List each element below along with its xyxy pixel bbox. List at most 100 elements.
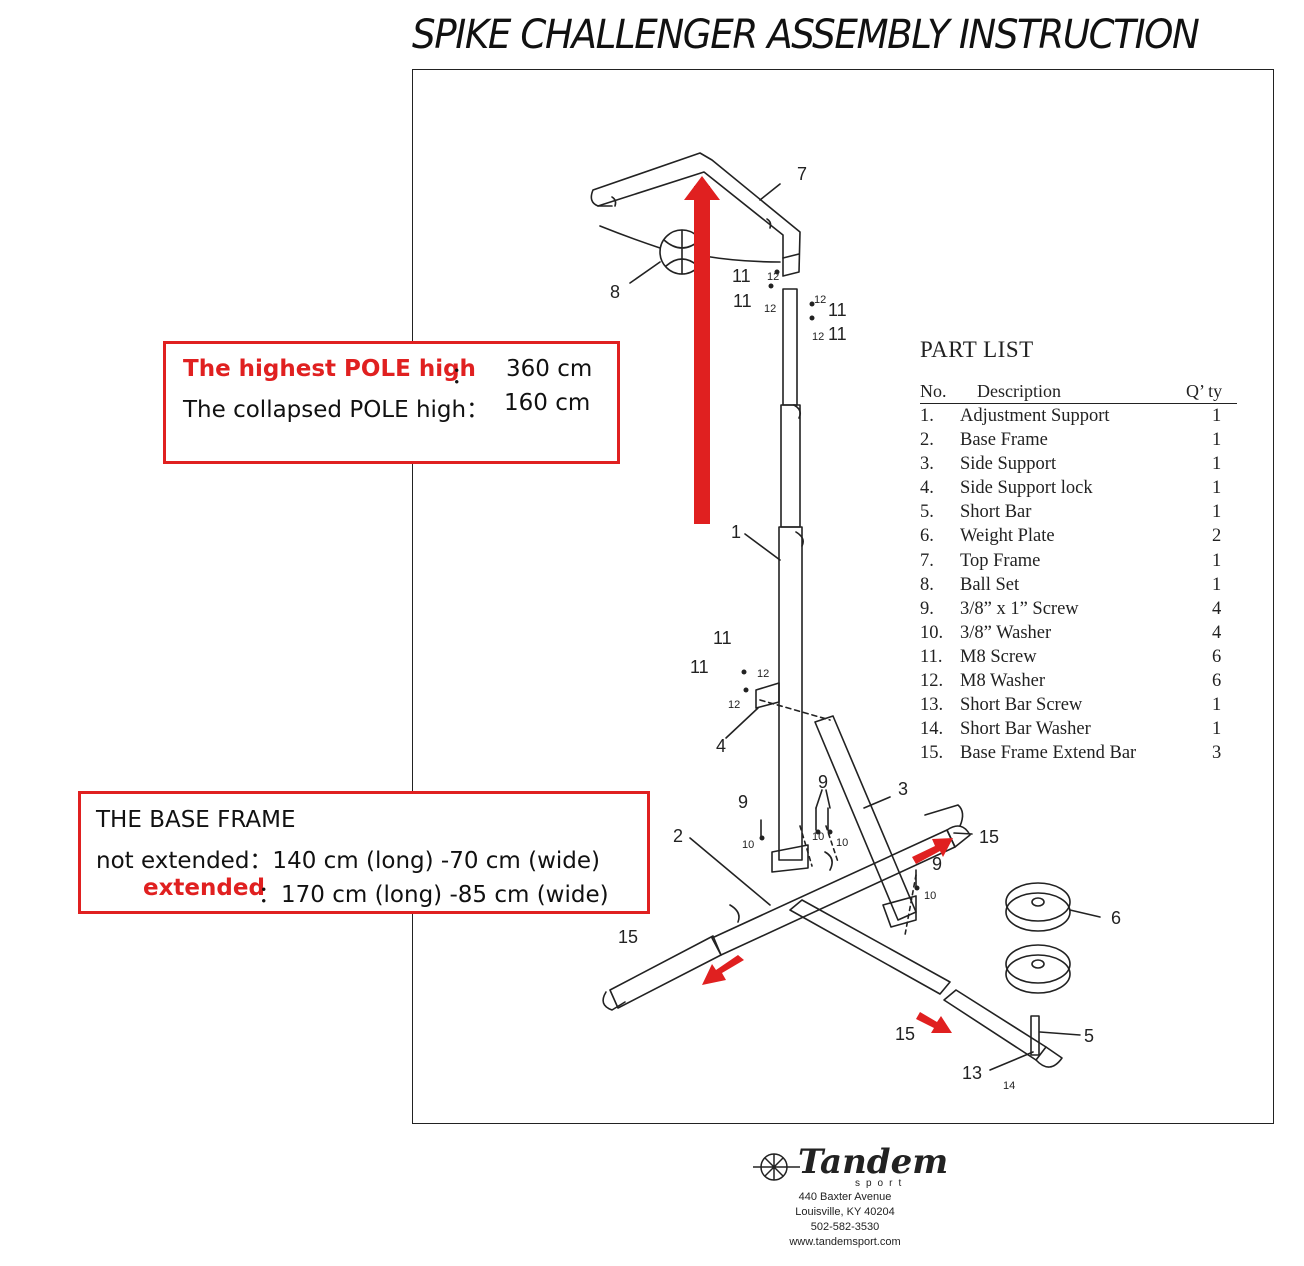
ball-set-part	[599, 225, 781, 275]
callout-9-a: 9	[818, 772, 828, 792]
part-no: 15.	[920, 743, 944, 764]
part-qty: 6	[1212, 671, 1222, 692]
part-desc: Ball Set	[960, 574, 1020, 595]
callout-14: 14	[1003, 1080, 1015, 1092]
callout-9-c: 9	[932, 854, 942, 874]
part-no: 13.	[920, 695, 944, 716]
side-support-lock-part	[755, 682, 780, 709]
arrow-up-icon	[684, 176, 720, 524]
part-qty: 1	[1212, 430, 1222, 451]
callout-12-a: 12	[767, 271, 779, 283]
part-qty: 1	[1212, 478, 1222, 499]
brand-name: Tandem	[798, 1142, 948, 1182]
part-desc: Base Frame	[960, 430, 1048, 451]
part-no: 4.	[920, 478, 934, 499]
callout-5: 5	[1084, 1026, 1094, 1046]
part-list-header: No. Description Q’ ty	[920, 381, 1237, 404]
tandem-logo-icon: Tandem sport	[740, 1140, 950, 1190]
header-qty: Q’ ty	[1186, 381, 1223, 401]
callout-12-e: 12	[757, 668, 769, 680]
callout-11-c: 11	[828, 300, 847, 320]
part-no: 8.	[920, 574, 934, 595]
part-list-row: 3. Side Support 1	[920, 454, 1245, 478]
callout-13: 13	[962, 1063, 982, 1083]
part-desc: Side Support lock	[960, 478, 1093, 499]
callout-8: 8	[610, 282, 620, 302]
callout-3: 3	[898, 779, 908, 799]
part-desc: Side Support	[960, 454, 1057, 475]
part-qty: 1	[1212, 550, 1222, 571]
part-qty: 4	[1212, 598, 1222, 619]
base-extended-label: extended	[143, 875, 265, 901]
callout-11-f: 11	[690, 657, 709, 677]
part-list-row: 11. M8 Screw 6	[920, 647, 1245, 671]
side-support-part	[814, 715, 917, 921]
extend-bar-left	[609, 935, 722, 1009]
callout-15-c: 15	[895, 1024, 915, 1044]
part-desc: 3/8” Washer	[960, 622, 1052, 643]
highest-pole-value: 360 cm	[506, 356, 593, 382]
part-qty: 6	[1212, 646, 1222, 667]
part-no: 7.	[920, 550, 934, 571]
callout-12-d: 12	[812, 331, 824, 343]
callout-15-b: 15	[618, 927, 638, 947]
part-no: 10.	[920, 622, 944, 643]
part-no: 3.	[920, 454, 934, 475]
part-no: 12.	[920, 671, 944, 692]
part-no: 5.	[920, 502, 934, 523]
callout-10-a: 10	[742, 839, 754, 851]
callout-12-c: 12	[814, 294, 826, 306]
part-qty: 1	[1212, 574, 1222, 595]
header-no: No.	[920, 381, 947, 401]
callout-11-d: 11	[828, 324, 847, 344]
part-list-row: 8. Ball Set 1	[920, 575, 1245, 599]
footer: Tandem sport 440 Baxter Avenue Louisvill…	[740, 1140, 950, 1250]
arrow-outward-icon	[702, 838, 953, 1033]
page-title: SPIKE CHALLENGER ASSEMBLY INSTRUCTION	[412, 12, 1200, 58]
callout-6: 6	[1111, 908, 1121, 928]
pole-height-note: The highest POLE high ： 360 cm The colla…	[163, 341, 620, 464]
part-desc: Top Frame	[960, 550, 1041, 571]
callout-7: 7	[797, 164, 807, 184]
callout-1: 1	[731, 522, 741, 542]
part-qty: 1	[1212, 406, 1222, 426]
part-desc: M8 Screw	[960, 646, 1037, 667]
highest-pole-label: The highest POLE high	[183, 356, 476, 382]
part-no: 2.	[920, 430, 934, 451]
part-qty: 4	[1212, 622, 1222, 643]
address-line-2: Louisville, KY 40204	[795, 1206, 895, 1218]
part-no: 14.	[920, 719, 944, 740]
callout-11-e: 11	[713, 628, 732, 648]
highest-pole-sep: ：	[451, 363, 474, 389]
part-no: 11.	[920, 646, 943, 667]
part-qty: 2	[1212, 526, 1222, 547]
callout-11-b: 11	[733, 291, 752, 311]
callout-12-f: 12	[728, 699, 740, 711]
diagram-frame	[412, 69, 1274, 1124]
weight-plates-part	[1005, 882, 1071, 994]
part-list-row: 10. 3/8” Washer 4	[920, 623, 1245, 647]
part-qty: 3	[1212, 743, 1222, 764]
part-list-row: 4. Side Support lock 1	[920, 478, 1245, 502]
callout-15-a: 15	[979, 827, 999, 847]
callout-10-d: 10	[924, 890, 936, 902]
part-qty: 1	[1212, 502, 1222, 523]
address-line-1: 440 Baxter Avenue	[798, 1191, 892, 1203]
part-desc: Short Bar Screw	[960, 695, 1083, 716]
base-frame-note: THE BASE FRAME not extended：140 cm (long…	[78, 791, 650, 914]
part-list-row: 2. Base Frame 1	[920, 430, 1245, 454]
part-list-title: PART LIST	[920, 337, 1034, 362]
part-qty: 1	[1212, 454, 1222, 475]
part-no: 1.	[920, 406, 934, 426]
top-frame-part	[590, 152, 801, 277]
base-extended-value: ：170 cm (long) -85 cm (wide)	[258, 882, 609, 908]
callout-4: 4	[716, 736, 726, 756]
website-link[interactable]: www.tandemsport.com	[789, 1236, 901, 1248]
callout-10-b: 10	[812, 831, 824, 843]
